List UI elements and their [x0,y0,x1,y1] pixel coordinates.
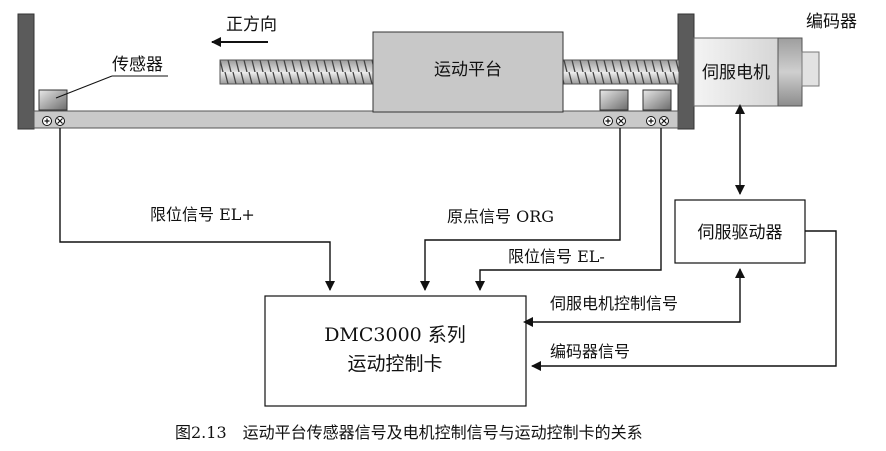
motion-platform [372,31,564,113]
servo-control-label: 伺服电机控制信号 [550,294,678,313]
sensor-mid [599,89,629,111]
screw-icon-mid [603,116,626,126]
el-minus-label: 限位信号 EL- [508,247,605,266]
servo-driver-box [674,199,806,264]
direction-label: 正方向 [226,15,277,35]
encoder-shaft [801,51,820,87]
servo-driver-label: 伺服驱动器 [698,223,783,243]
controller-box [264,295,527,407]
lead-screw-left [219,59,374,85]
left-end-plate [17,13,35,130]
servo-motor [693,37,779,107]
sensor-label: 传感器 [112,55,163,75]
sensor-left [38,89,68,111]
servo-control-line [523,268,745,327]
encoder [777,37,803,107]
screw-icon-left [42,116,65,126]
right-end-plate [677,13,695,130]
sensor-pointer-line [55,75,113,99]
encoder-label: 编码器 [806,12,857,32]
platform-label: 运动平台 [434,60,502,80]
org-label: 原点信号 ORG [447,207,554,226]
controller-line2: 运动控制卡 [347,353,442,375]
lead-screw-right [562,59,680,85]
controller-line1: DMC3000 系列 [324,324,466,346]
servo-motor-label: 伺服电机 [702,63,770,83]
figure-caption: 图2.13 运动平台传感器信号及电机控制信号与运动控制卡的关系 [175,423,643,442]
el-plus-line [59,128,335,291]
encoder-signal-label: 编码器信号 [550,342,630,361]
encoder-signal-line [531,230,837,371]
sensor-right [642,89,672,111]
screw-icon-right [646,116,669,126]
el-plus-label: 限位信号 EL+ [150,205,255,224]
org-line [420,128,621,291]
base-rail [33,110,679,129]
